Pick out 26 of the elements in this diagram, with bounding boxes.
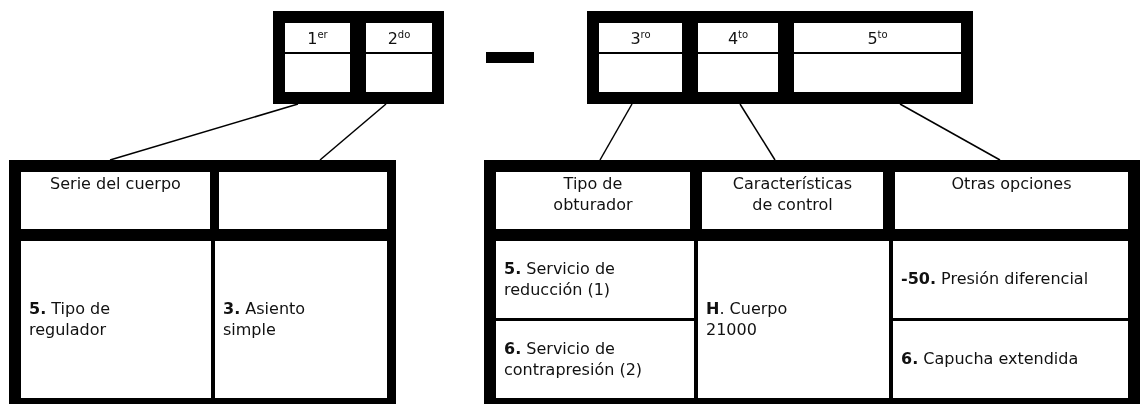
table-cell: H. Cuerpo 21000 (698, 241, 889, 398)
table-header-cell: Serie del cuerpo (21, 172, 210, 229)
table-frame (484, 160, 1140, 404)
table-cell: 6. Servicio de contrapresión (2) (496, 321, 694, 398)
code-frame (273, 11, 444, 104)
table-header-cell (219, 172, 387, 229)
table-header-cell: Otras opciones (895, 172, 1128, 229)
connector-line (739, 103, 776, 161)
code-position-cell: 5$^{to}$ (794, 23, 961, 92)
code-position-cell: 2$^{do}$ (366, 23, 432, 92)
connector-line (899, 103, 1001, 161)
table-header-cell: Tipo de obturador (496, 172, 690, 229)
table-cell: 6. Capucha extendida (893, 321, 1128, 398)
code-position-cell: 4$^{to}$ (698, 23, 778, 92)
table-cell: 5. Tipo de regulador (21, 241, 211, 398)
connector-line (109, 103, 299, 161)
table-header-cell: Características de control (702, 172, 883, 229)
table-frame (9, 160, 396, 404)
code-frame (587, 11, 973, 104)
table-cell: 5. Servicio de reducción (1) (496, 241, 694, 318)
table-cell: 3. Asiento simple (215, 241, 387, 398)
table-cell: -50. Presión diferencial (893, 241, 1128, 318)
code-position-cell: 1$^{er}$ (285, 23, 350, 92)
connector-line (319, 103, 387, 161)
code-position-cell: 3$^{ro}$ (599, 23, 682, 92)
connector-line (599, 103, 633, 161)
